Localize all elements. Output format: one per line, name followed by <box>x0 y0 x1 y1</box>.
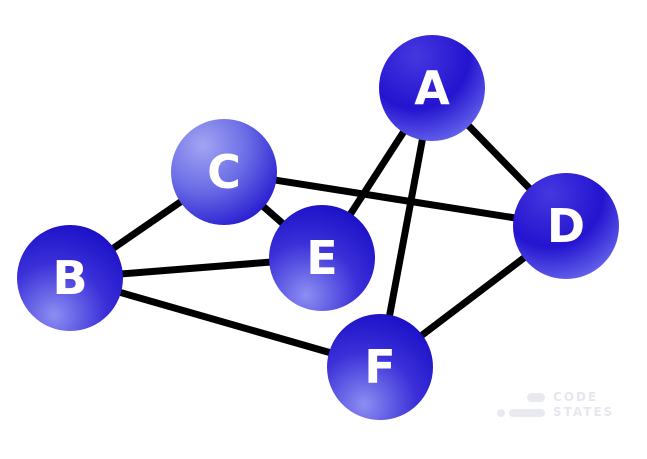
node-label-b: B <box>52 251 87 305</box>
node-circle-f <box>327 314 433 420</box>
edge-c-d <box>220 168 570 230</box>
node-circle-a <box>379 35 485 141</box>
watermark-pill-bottom <box>509 409 545 417</box>
node-label-f: F <box>364 340 395 394</box>
node-label-c: C <box>207 145 241 199</box>
nodes-layer: A B C D E F <box>17 35 619 420</box>
node-circle-e <box>269 205 375 311</box>
code-states-watermark: CODE STATES <box>497 391 627 425</box>
node-label-d: D <box>547 199 585 253</box>
node-a: A <box>379 35 485 141</box>
node-circle-b <box>17 225 123 331</box>
node-circle-d <box>513 173 619 279</box>
edge-b-f <box>66 274 384 371</box>
node-b: B <box>17 225 123 331</box>
node-label-e: E <box>306 231 337 285</box>
node-label-a: A <box>414 61 450 115</box>
node-f: F <box>327 314 433 420</box>
node-circle-c <box>171 119 277 225</box>
watermark-line2: STATES <box>553 405 615 419</box>
watermark-dot <box>497 409 505 417</box>
watermark-pill-top <box>527 393 545 402</box>
node-d: D <box>513 173 619 279</box>
watermark-line1: CODE <box>553 390 599 404</box>
node-e: E <box>269 205 375 311</box>
node-c: C <box>171 119 277 225</box>
